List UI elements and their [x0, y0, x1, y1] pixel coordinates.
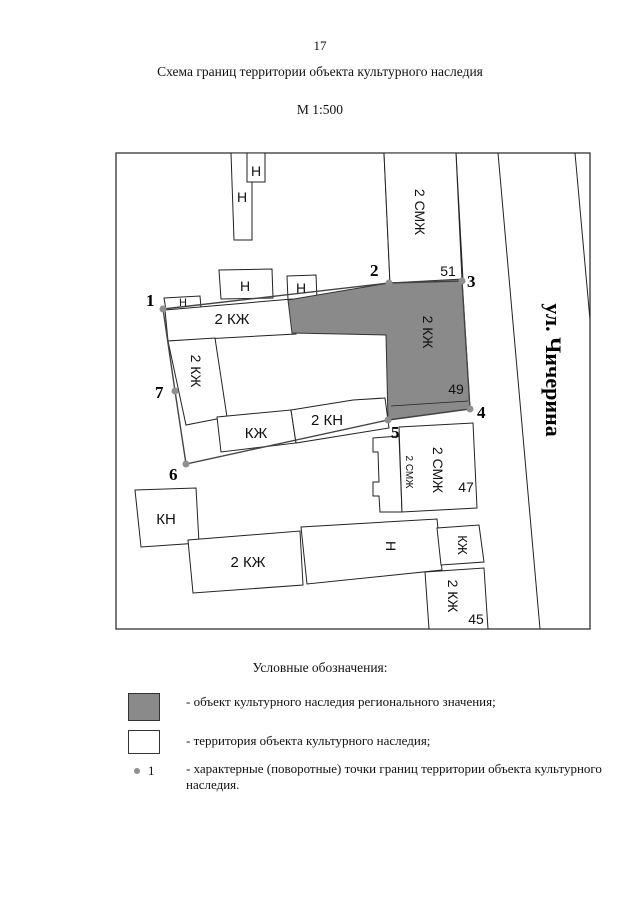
building-label: КЖ — [455, 535, 470, 555]
house-number: 47 — [458, 479, 474, 495]
map-frame — [115, 152, 591, 630]
house-49-line — [390, 400, 469, 407]
point-label-5: 5 — [391, 423, 400, 442]
boundary-point-1 — [159, 305, 167, 313]
street-name: ул. Чичерина — [541, 303, 566, 436]
legend-swatch-heritage-object — [128, 693, 160, 721]
map-scale: М 1:500 — [296, 102, 344, 117]
building-label: 2 СМЖ — [412, 189, 428, 235]
building-2kzh-top — [164, 298, 297, 342]
legend-text-boundary-points: - характерные (поворотные) точки границ … — [186, 761, 602, 792]
building-label: Н — [237, 189, 247, 205]
page-number: 17 — [313, 38, 327, 53]
building-2smzh-47 — [398, 422, 478, 513]
point-label-7: 7 — [155, 383, 164, 402]
building-label: 2 СМЖ — [430, 447, 446, 493]
legend-text-heritage-object: - объект культурного наследия региональн… — [186, 694, 496, 709]
building-label: Н — [251, 163, 261, 179]
building-2smzh-small — [372, 435, 403, 513]
map-title: Схема границ территории объекта культурн… — [157, 64, 483, 79]
building-label: КЖ — [245, 425, 268, 442]
building-label: 2 КН — [311, 412, 343, 429]
house-number: 45 — [468, 611, 484, 627]
boundary-point-4 — [466, 405, 474, 413]
building-label: 2 КЖ — [214, 311, 249, 328]
building-label: Н — [179, 297, 187, 309]
building-label: 2 КЖ — [230, 554, 265, 571]
point-label-1: 1 — [146, 291, 155, 310]
house-number: 49 — [448, 381, 464, 397]
street-edge-line — [497, 152, 541, 630]
building-2kzh-45 — [424, 567, 489, 630]
building-n-top — [230, 152, 253, 241]
legend-title: Условные обозначения: — [252, 660, 388, 675]
boundary-point-5 — [384, 416, 392, 424]
building-label: 2 КЖ — [445, 580, 461, 613]
point-label-3: 3 — [467, 272, 476, 291]
building-label: КН — [156, 511, 176, 528]
legend-swatch-territory — [128, 730, 160, 754]
legend-point-marker — [134, 768, 140, 774]
building-label: Н — [240, 278, 250, 294]
building-2kn — [290, 397, 390, 444]
legend-point-label: 1 — [148, 763, 155, 778]
building-label: 2 КЖ — [420, 316, 436, 349]
building-kzh-small — [436, 524, 485, 566]
point-label-6: 6 — [169, 465, 178, 484]
legend-text-territory: - территория объекта культурного наследи… — [186, 733, 431, 748]
house-number: 51 — [440, 263, 456, 279]
building-n-bottom — [300, 518, 443, 585]
territory-boundary — [162, 280, 471, 465]
boundary-point-2 — [385, 279, 393, 287]
building-label: Н — [383, 541, 399, 551]
point-label-4: 4 — [477, 403, 486, 422]
building-label: Н — [296, 280, 306, 296]
building-2kzh-bottom — [187, 530, 304, 594]
building-label: 2 КЖ — [188, 355, 204, 388]
point-label-2: 2 — [370, 261, 379, 280]
boundary-point-7 — [171, 387, 179, 395]
building-n-center — [218, 268, 274, 300]
street-edge-line — [574, 152, 591, 321]
building-label: 2 СМЖ — [403, 455, 414, 489]
boundary-point-3 — [458, 277, 466, 285]
boundary-point-6 — [182, 460, 190, 468]
